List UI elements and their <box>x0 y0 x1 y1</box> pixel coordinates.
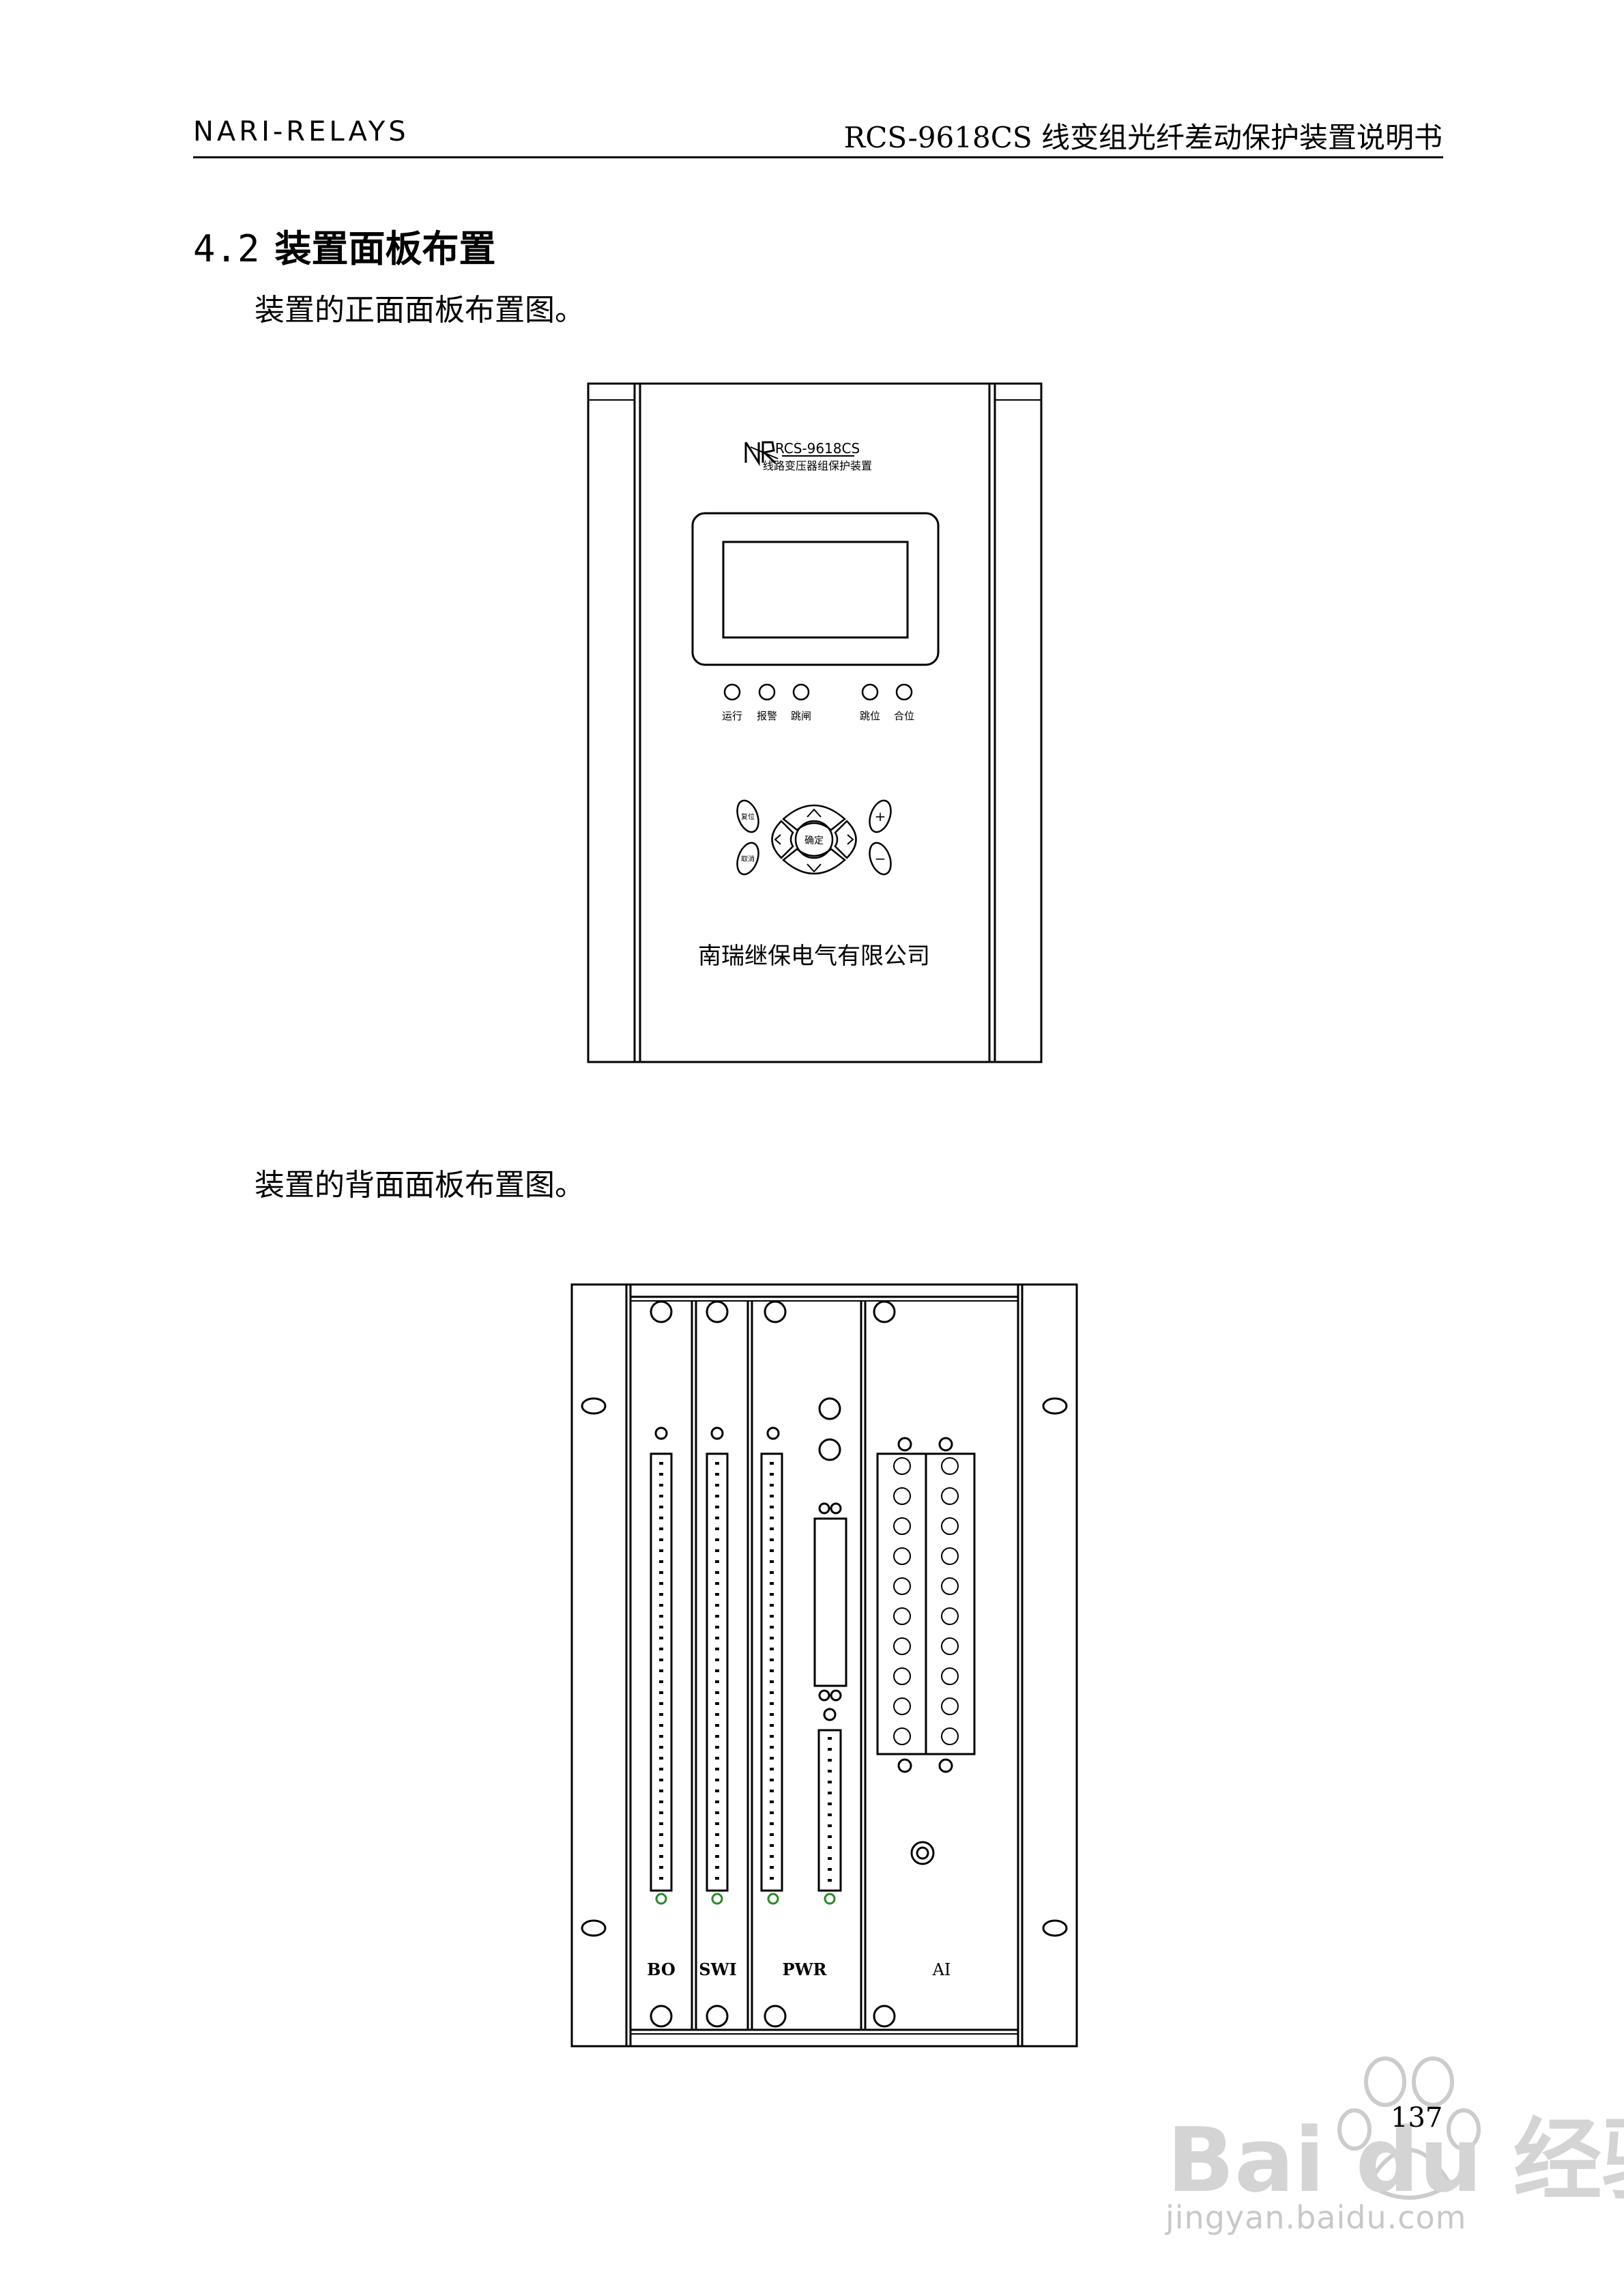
page-number: 137 <box>1391 2102 1443 2134</box>
reset-key <box>736 799 759 833</box>
lcd-display <box>691 512 940 666</box>
reset-key-label: 复位 <box>741 812 755 821</box>
minus-key <box>869 842 892 876</box>
module-label-pwr: PWR <box>783 1960 828 1979</box>
cancel-key <box>736 842 759 876</box>
company-name: 南瑞继保电气有限公司 <box>698 943 930 970</box>
terminal-pins <box>659 1462 832 1885</box>
cancel-key-label: 取消 <box>741 855 755 863</box>
section-title: 4.2 装置面板布置 <box>193 218 496 272</box>
right-key <box>834 820 857 859</box>
left-key <box>771 820 794 859</box>
keypad <box>736 799 892 876</box>
header-left-text: NARI-RELAYS <box>193 116 409 147</box>
module-label-bo: BO <box>647 1960 676 1979</box>
baidu-watermark-logo: Bai du 经验 <box>1167 2056 1624 2212</box>
led-indicator <box>895 683 913 701</box>
section-title-text: 装置面板布置 <box>274 227 496 270</box>
module-leds <box>655 1893 836 1905</box>
ai-terminals <box>893 1457 959 1745</box>
back-panel-caption: 装置的背面面板布置图。 <box>255 1168 585 1203</box>
watermark-brand: Bai du 经验 <box>1167 2108 1624 2212</box>
down-key <box>782 848 846 875</box>
front-panel-diagram: RCS-9618CS 线路变压器组保护装置 运行 报警 跳闸 跳位 合位 确定 … <box>587 382 1043 1063</box>
module-label-ai: AI <box>932 1960 951 1979</box>
led-label: 运行 <box>722 710 742 722</box>
led-indicator <box>758 683 776 701</box>
led-label: 报警 <box>757 710 777 722</box>
header-rule <box>193 156 1443 158</box>
led-label: 合位 <box>894 710 914 722</box>
led-indicator <box>792 683 810 701</box>
watermark-url: jingyan.baidu.com <box>1165 2199 1467 2236</box>
rear-panel-diagram: BO SWI PWR AI <box>570 1283 1078 2048</box>
led-label: 跳闸 <box>791 710 811 722</box>
plus-key <box>869 799 892 833</box>
nr-logo <box>744 441 779 467</box>
led-row <box>723 683 913 701</box>
plus-key-label: + <box>875 808 886 824</box>
enter-key-label: 确定 <box>804 835 824 846</box>
led-indicator <box>861 683 879 701</box>
up-key <box>782 804 846 831</box>
minus-key-label: − <box>875 850 886 867</box>
header-right-text: RCS-9618CS 线变组光纤差动保护装置说明书 <box>843 121 1442 154</box>
panel-model-desc: 线路变压器组保护装置 <box>763 459 872 472</box>
section-number: 4.2 <box>193 227 260 270</box>
enter-key <box>794 820 834 859</box>
panel-model-label: RCS-9618CS <box>775 440 860 457</box>
led-label: 跳位 <box>860 710 880 722</box>
led-indicator <box>723 683 741 701</box>
module-label-swi: SWI <box>699 1960 737 1979</box>
front-panel-caption: 装置的正面面板布置图。 <box>255 293 585 328</box>
